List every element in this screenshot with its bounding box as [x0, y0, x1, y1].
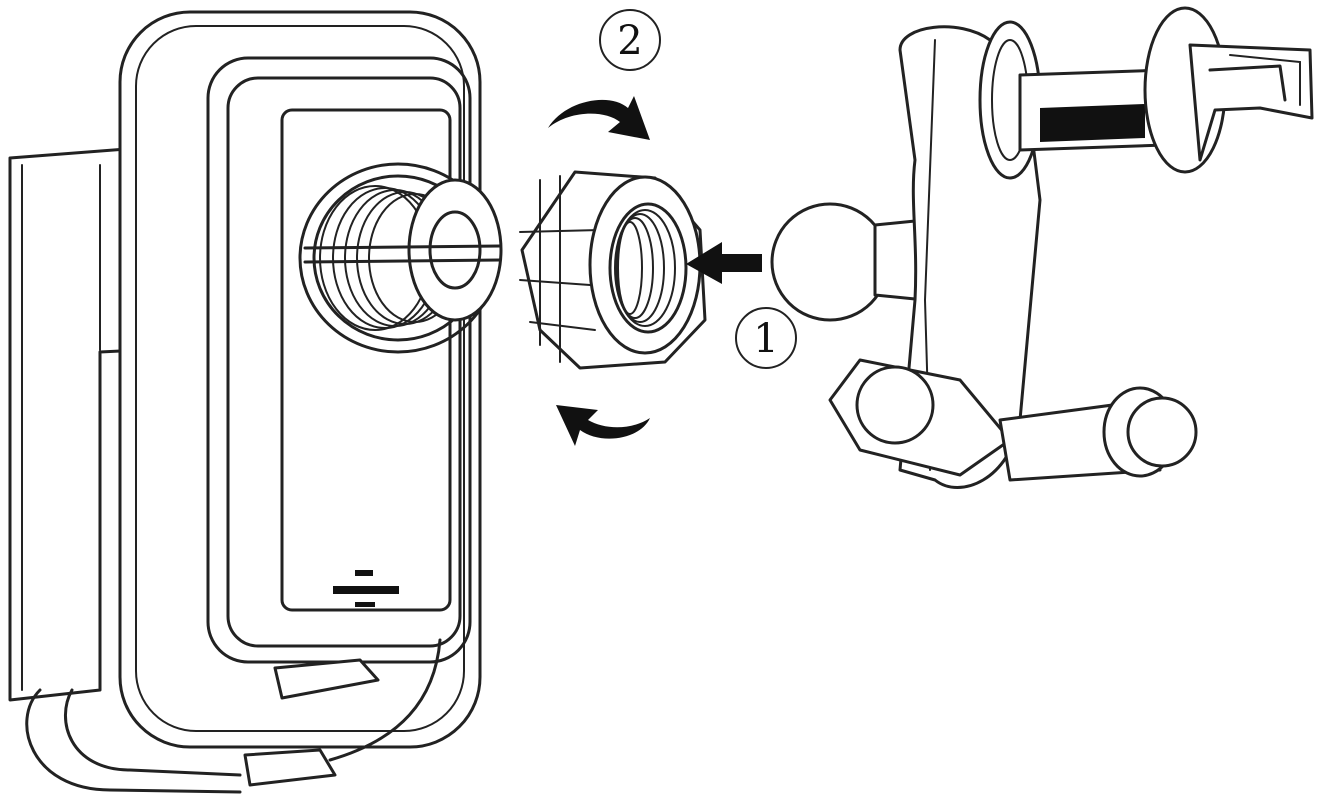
arrow-left-icon	[686, 242, 762, 284]
threaded-stud	[298, 162, 503, 354]
brand-mark	[333, 570, 399, 607]
rotate-arrow-icon	[548, 96, 650, 446]
step-2-badge: 2	[599, 9, 661, 71]
vent-clip	[770, 6, 1314, 489]
lock-nut	[519, 170, 707, 370]
step-2-number: 2	[617, 18, 642, 64]
step-1-badge: 1	[735, 307, 797, 369]
phone-holder	[8, 10, 503, 794]
step-1-number: 1	[753, 316, 778, 362]
